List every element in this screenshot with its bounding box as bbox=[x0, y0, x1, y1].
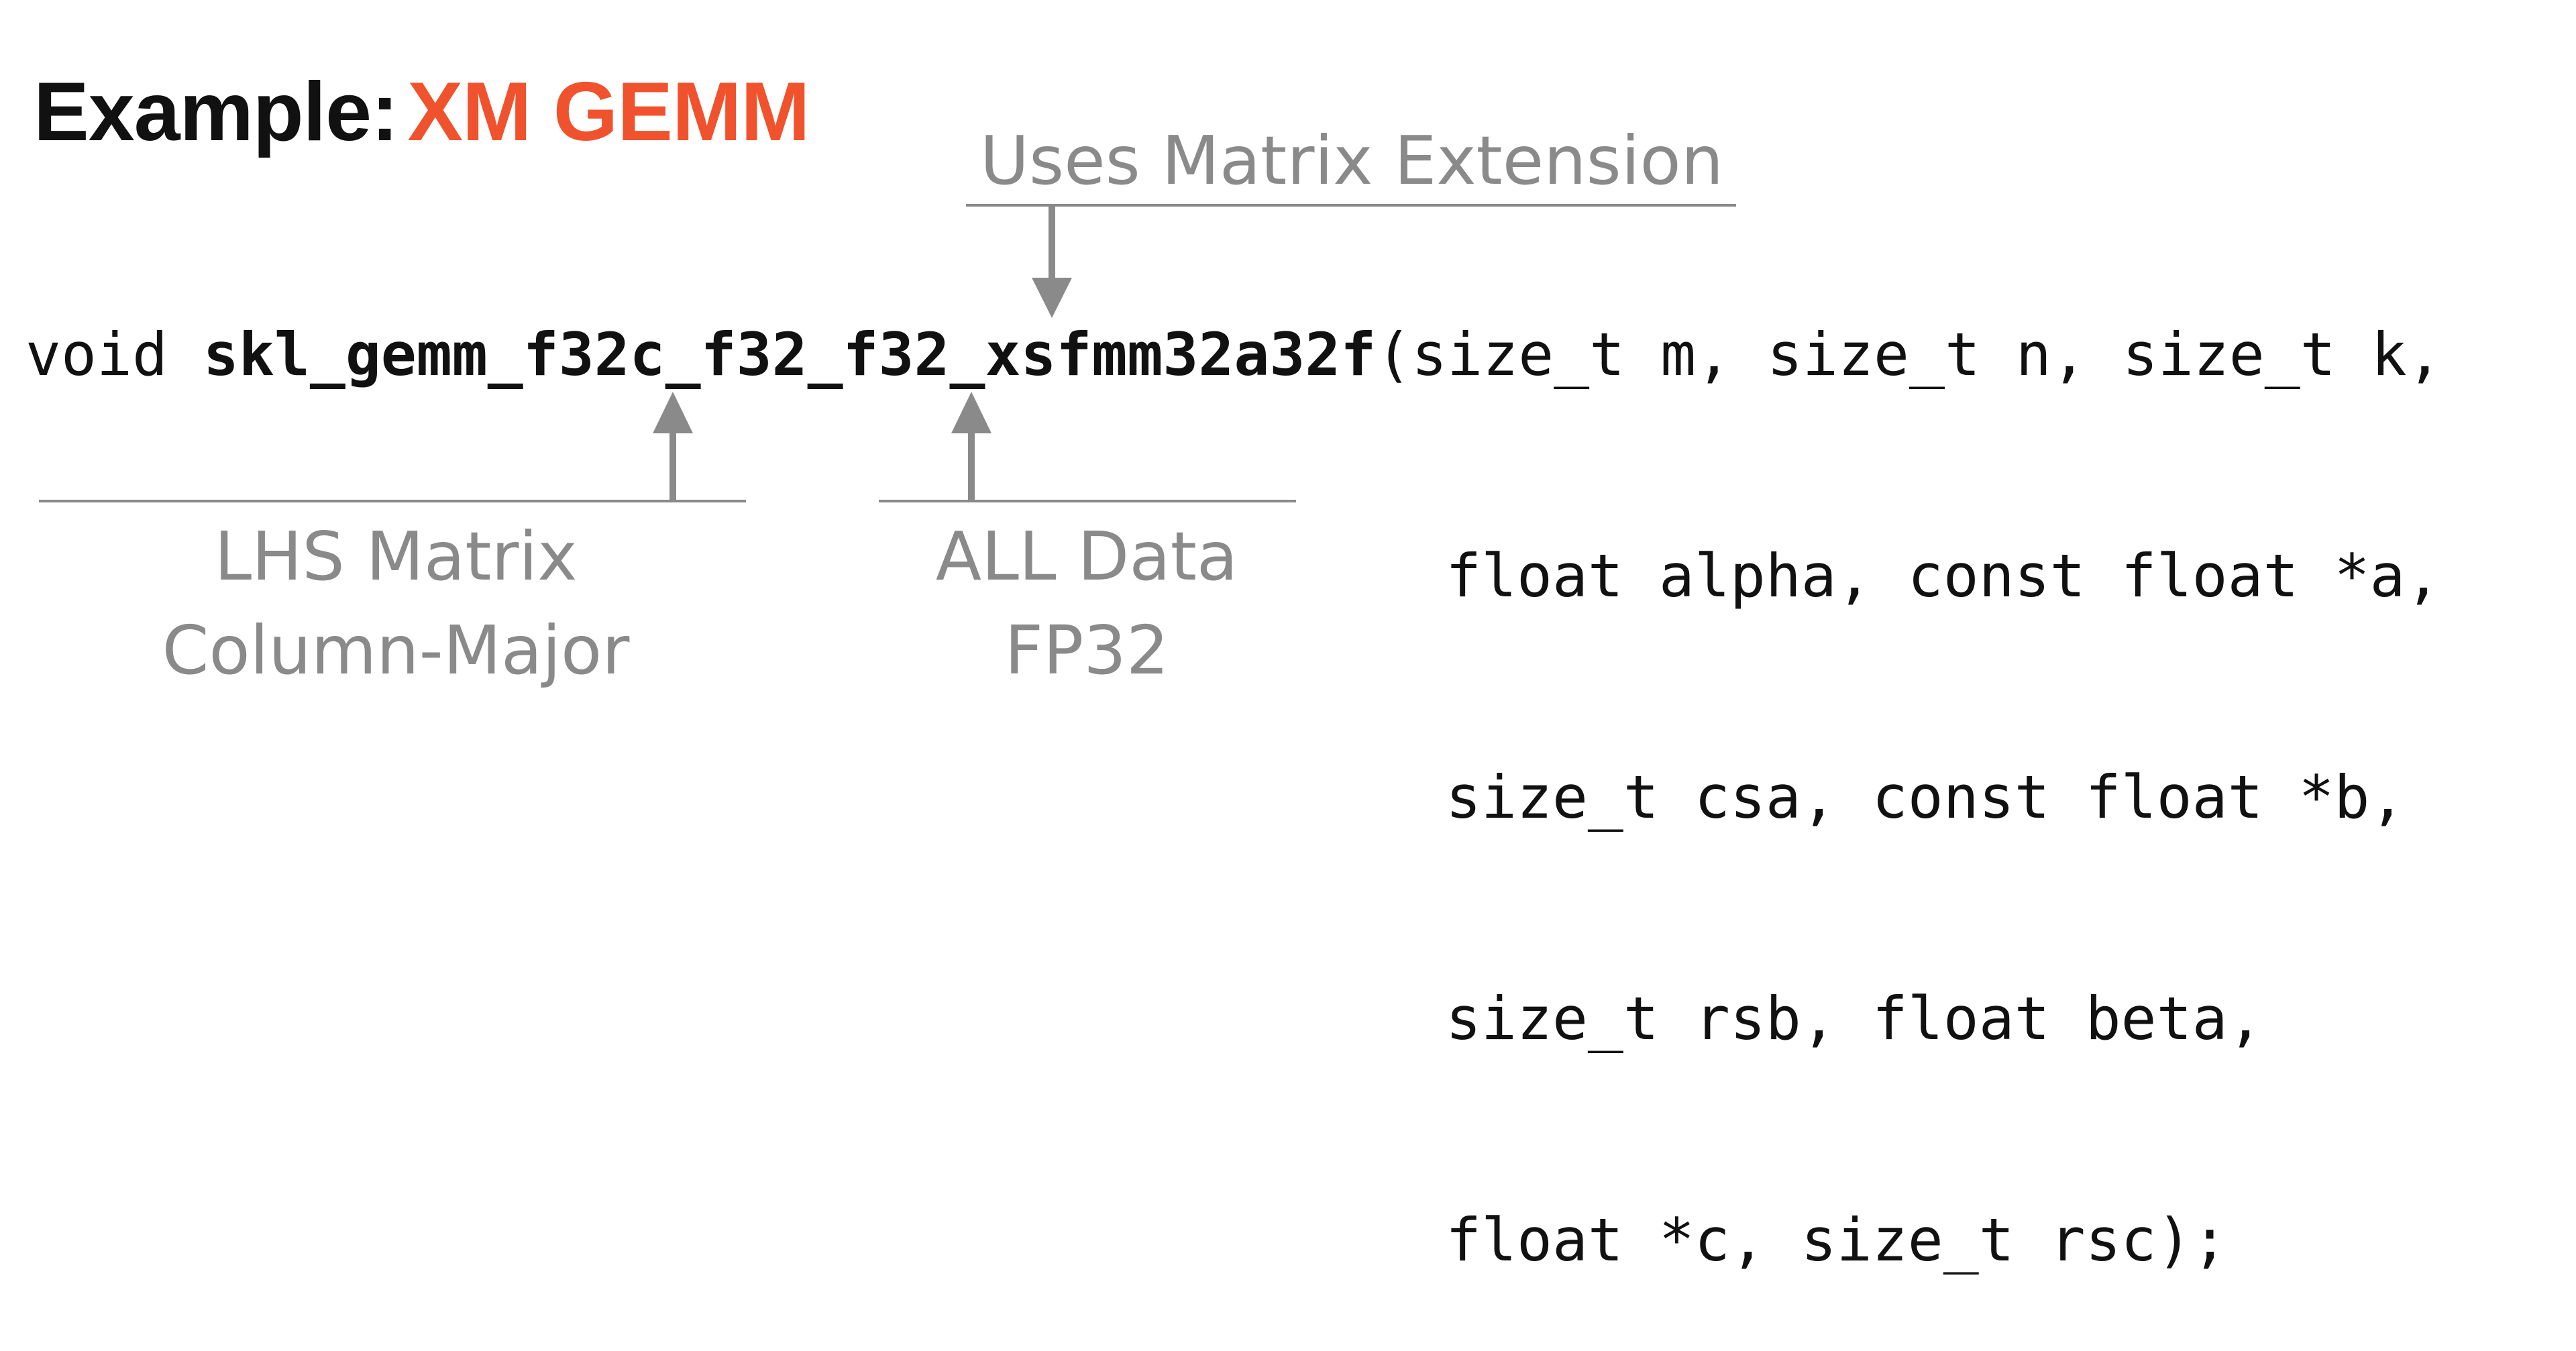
annotation-lhs-line2: Column-Major bbox=[162, 611, 630, 690]
params-first: (size_t m, size_t n, size_t k, bbox=[1376, 320, 2443, 389]
function-name: skl_gemm_f32c_f32_f32_xsfmm32a32f bbox=[203, 320, 1377, 389]
arrow-down-icon bbox=[1032, 278, 1072, 318]
arrow-up-icon bbox=[653, 392, 693, 433]
annotation-lhs-line1: LHS Matrix bbox=[214, 517, 578, 596]
param-line: size_t rsb, float beta, bbox=[1446, 984, 2263, 1053]
param-line: float alpha, const float *a, bbox=[1446, 541, 2441, 610]
annotation-data-line1: ALL Data bbox=[935, 517, 1238, 596]
function-params: float alpha, const float *a, size_t csa,… bbox=[1446, 392, 2440, 1351]
title-highlight: XM GEMM bbox=[407, 66, 810, 158]
title-prefix: Example: bbox=[34, 66, 398, 158]
return-type: void bbox=[25, 320, 203, 389]
annotation-matrix-extension: Uses Matrix Extension bbox=[979, 121, 1724, 200]
annotation-data-line2: FP32 bbox=[1004, 611, 1169, 690]
param-line: size_t csa, const float *b, bbox=[1446, 763, 2406, 832]
function-signature-line: void skl_gemm_f32c_f32_f32_xsfmm32a32f(s… bbox=[25, 318, 2443, 392]
param-line: float *c, size_t rsc); bbox=[1446, 1205, 2228, 1275]
slide-title: Example:XM GEMM bbox=[34, 70, 810, 154]
arrow-up-icon bbox=[951, 392, 991, 433]
annotation-lhs-matrix: LHS Matrix Column-Major bbox=[101, 523, 691, 684]
annotation-all-data: ALL Data FP32 bbox=[879, 523, 1295, 684]
